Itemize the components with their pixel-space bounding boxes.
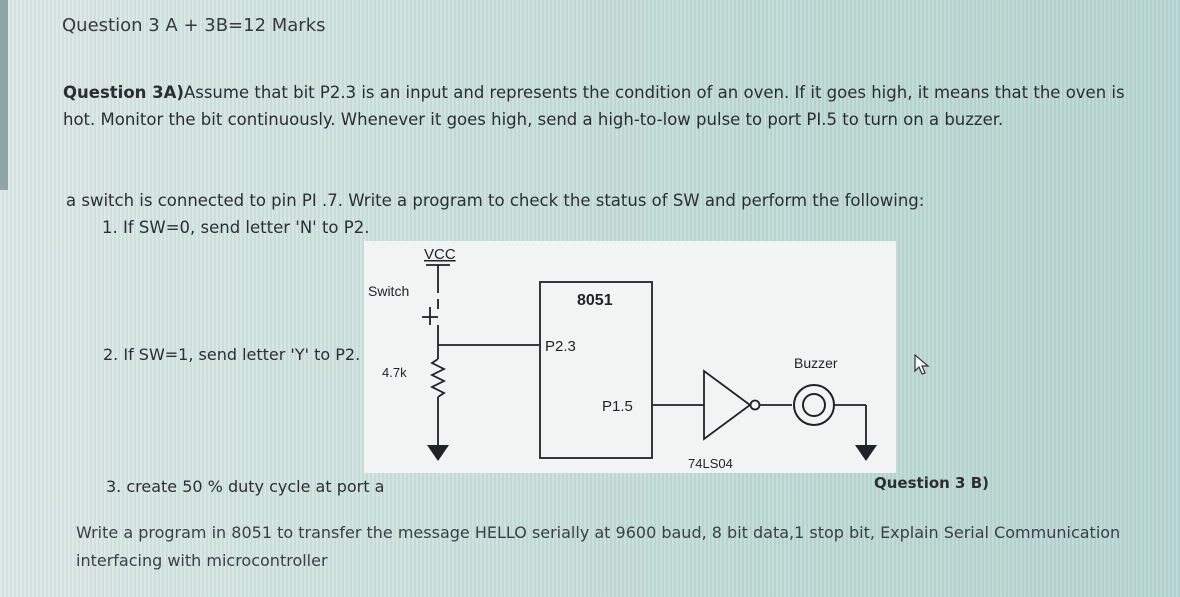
switch-label: Switch xyxy=(368,283,409,299)
inverter-label: 74LS04 xyxy=(688,456,733,471)
pin-p23-label: P2.3 xyxy=(545,338,576,355)
resistor-label: 4.7k xyxy=(382,365,407,380)
question-3b-title: Question 3 B) xyxy=(874,474,989,492)
mouse-cursor-icon xyxy=(914,353,930,380)
ground-right xyxy=(855,445,877,461)
page-title: Question 3 A + 3B=12 Marks xyxy=(62,15,326,36)
question-3a: Question 3A)Assume that bit P2.3 is an i… xyxy=(63,79,1143,133)
circuit-svg: VCC Switch 4.7k 8051 P2.3 P1.5 74LS04 Bu… xyxy=(368,246,877,471)
task-item-1: 1. If SW=0, send letter 'N' to P2. xyxy=(102,218,370,237)
chip-label: 8051 xyxy=(577,292,613,309)
task-item-3: 3. create 50 % duty cycle at port a xyxy=(106,477,385,496)
circuit-diagram: VCC Switch 4.7k 8051 P2.3 P1.5 74LS04 Bu… xyxy=(364,241,896,473)
question-3a-text: Assume that bit P2.3 is an input and rep… xyxy=(63,83,1125,129)
buzzer-inner xyxy=(802,393,826,417)
buzzer-outer xyxy=(793,384,835,426)
vcc-label: VCC xyxy=(424,246,456,263)
inverter-bubble xyxy=(749,399,761,411)
ground-left xyxy=(427,445,449,461)
inverter-triangle xyxy=(703,369,752,441)
switch-task-intro: a switch is connected to pin PI .7. Writ… xyxy=(66,191,925,210)
question-3b-text: Write a program in 8051 to transfer the … xyxy=(76,523,1121,570)
question-3a-label: Question 3A) xyxy=(63,83,184,102)
chip-8051-box xyxy=(539,281,653,459)
buzzer-label: Buzzer xyxy=(794,355,838,371)
pin-p15-label: P1.5 xyxy=(602,398,633,415)
page-edge xyxy=(0,0,8,190)
resistor-zigzag xyxy=(429,358,447,398)
task-item-2: 2. If SW=1, send letter 'Y' to P2. xyxy=(103,345,361,364)
